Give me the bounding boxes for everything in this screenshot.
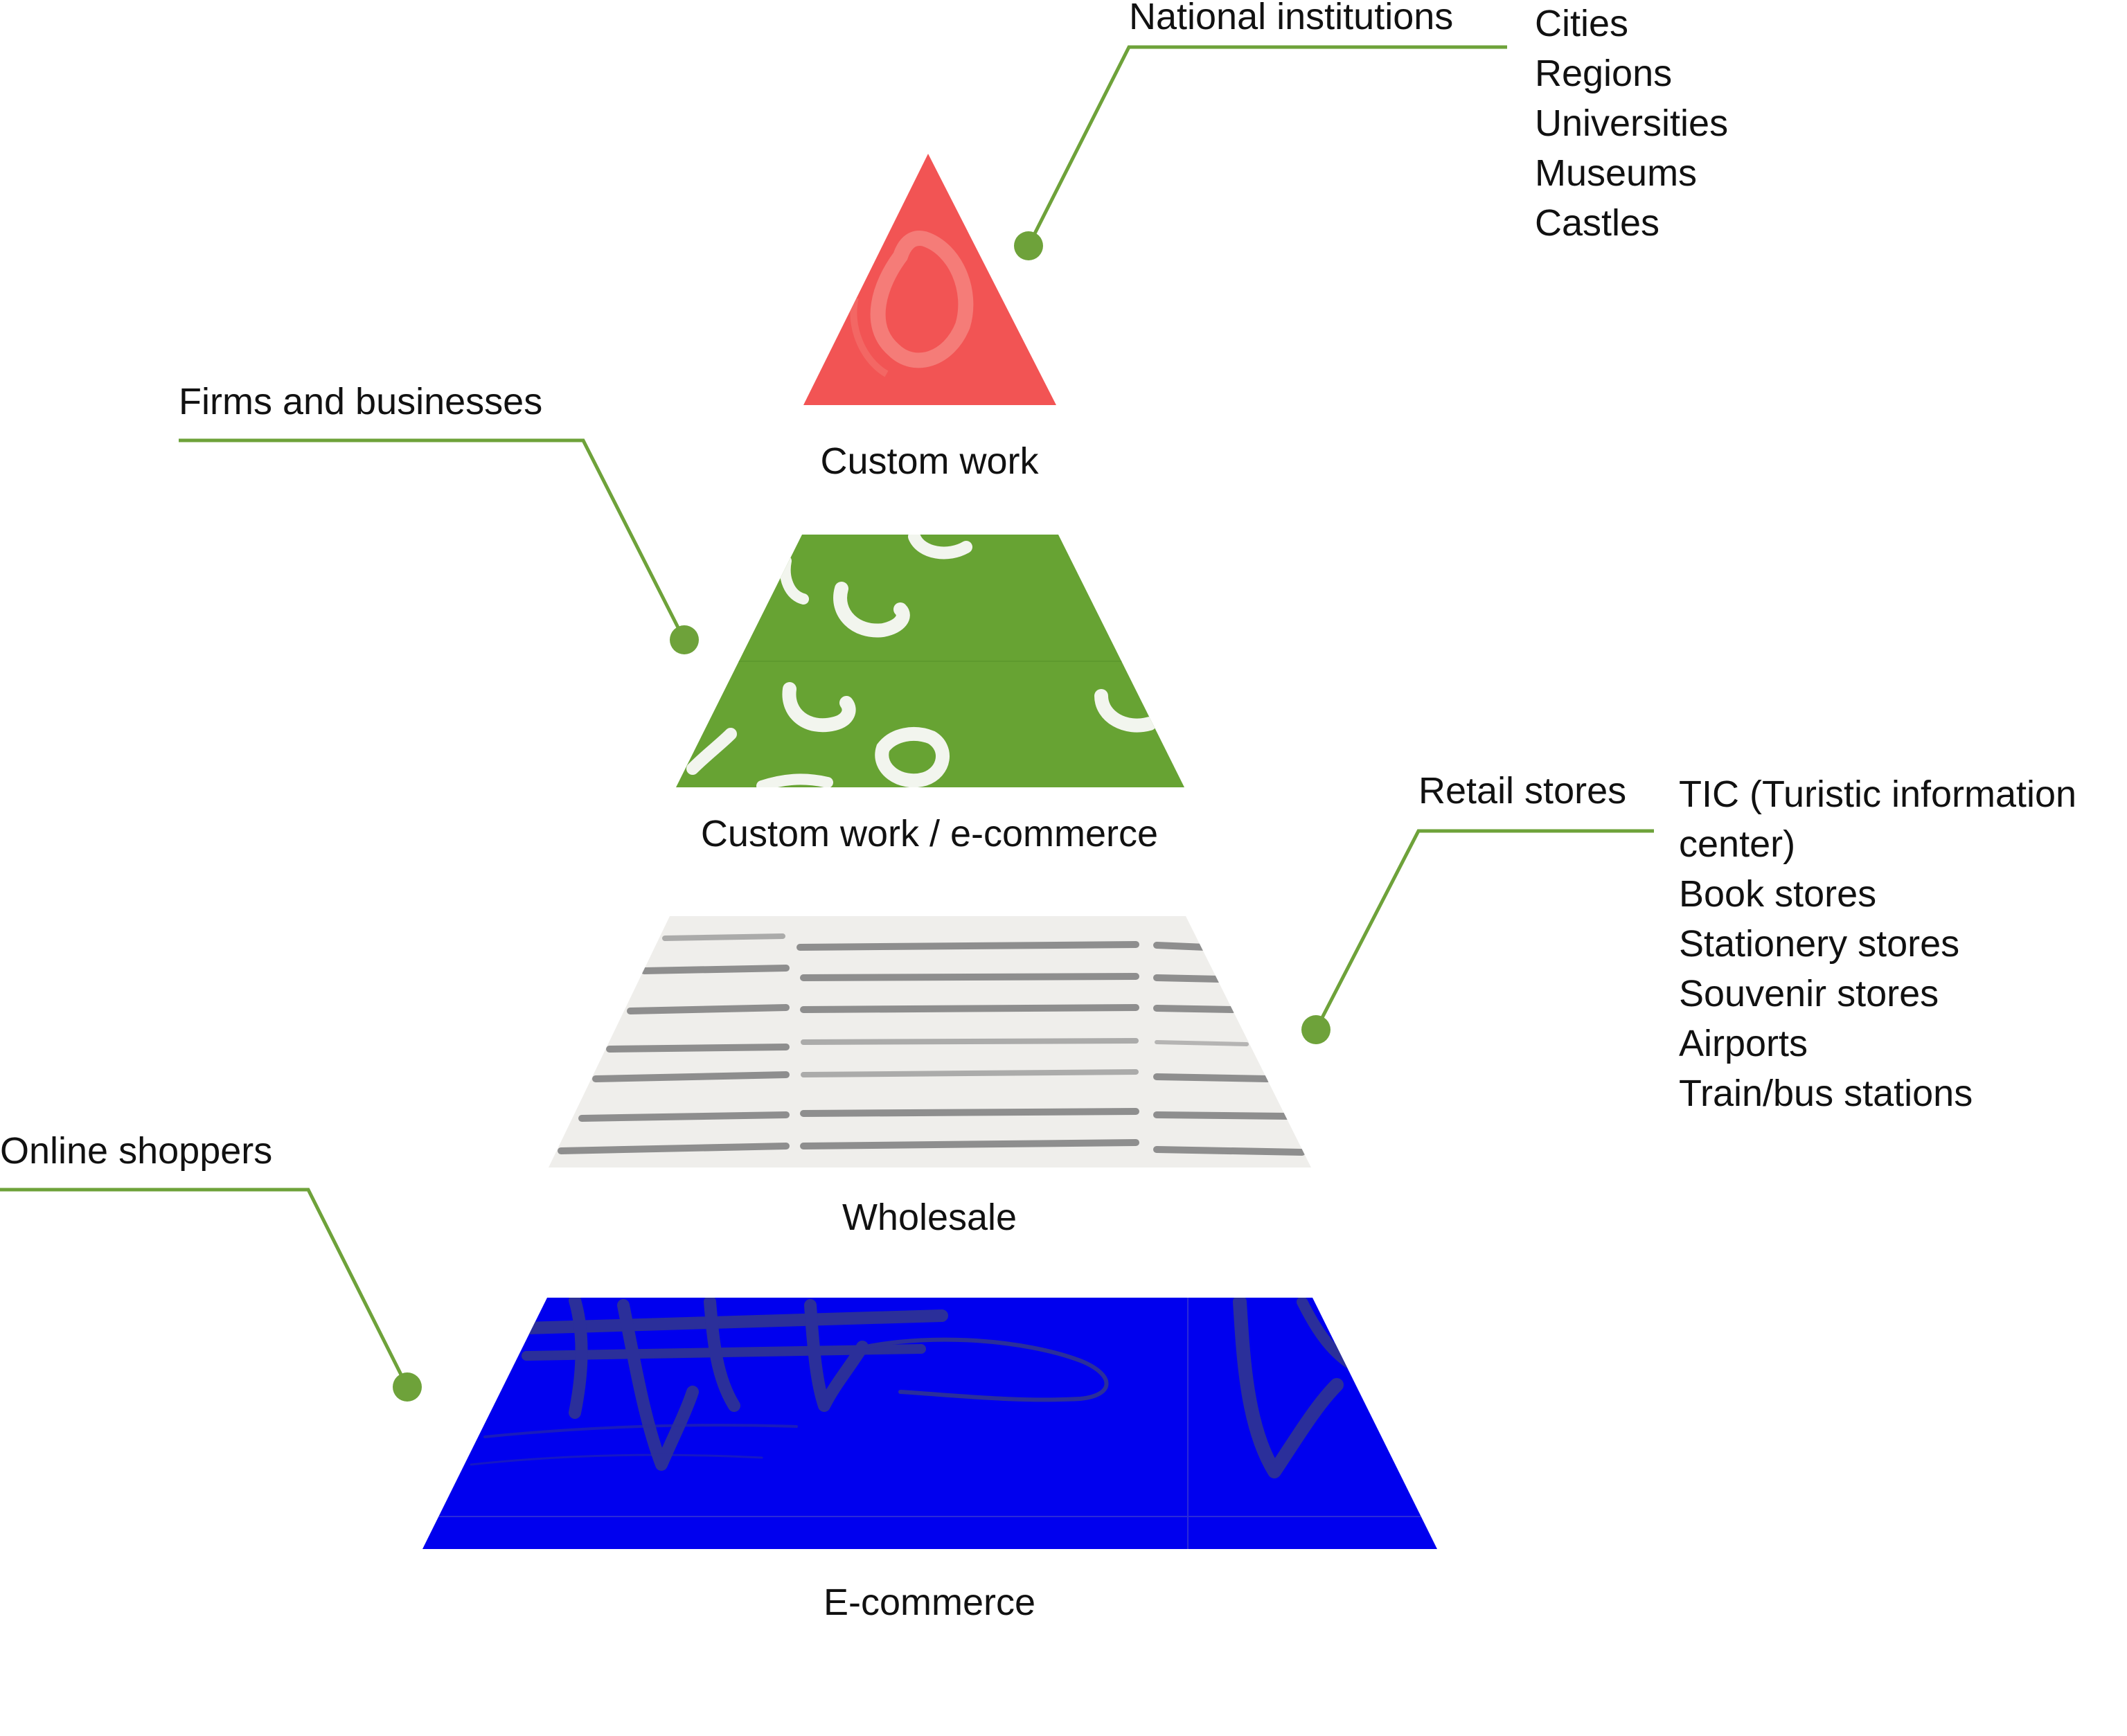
callout-title: Retail stores [1418, 770, 1626, 812]
callout-firms-businesses: Firms and businesses [179, 381, 699, 654]
leader-line [0, 1188, 409, 1388]
tier-custom-work-texture [850, 231, 974, 377]
leader-line [179, 438, 686, 641]
tier-ecommerce-texture [422, 1298, 1437, 1549]
callout-item: center) [1679, 823, 1795, 865]
tier-ecommerce [422, 1298, 1437, 1549]
callout-item: Cities [1535, 3, 1628, 44]
leader-dot [670, 625, 699, 654]
leader-dot [1014, 231, 1043, 260]
leader-line [1026, 45, 1507, 247]
callout-item: Souvenir stores [1679, 973, 1939, 1014]
callout-item: Regions [1535, 53, 1672, 94]
tier-custom-ecommerce-texture [676, 535, 1184, 787]
tier-label-custom-work: Custom work [820, 440, 1039, 482]
tier-custom-ecommerce [676, 535, 1184, 787]
callout-item: Castles [1535, 202, 1659, 244]
callout-item: Stationery stores [1679, 923, 1959, 965]
callout-item: Universities [1535, 102, 1728, 144]
tier-wholesale-texture [558, 933, 1306, 1156]
callout-retail-stores: Retail stores TIC (Turistic information … [1301, 770, 2076, 1114]
callout-item: Book stores [1679, 873, 1876, 915]
leader-line [1314, 829, 1654, 1031]
tier-label-custom-ecommerce: Custom work / e-commerce [701, 813, 1158, 854]
callout-item: TIC (Turistic information [1679, 773, 2076, 815]
tier-ecommerce-shape [422, 1298, 1437, 1549]
callout-item: Museums [1535, 152, 1697, 194]
tier-custom-work-shape [803, 154, 1056, 405]
callout-online-shoppers: Online shoppers [0, 1130, 422, 1402]
callout-title: Firms and businesses [179, 381, 542, 422]
callout-item: Train/bus stations [1679, 1073, 1973, 1114]
tier-label-ecommerce: E-commerce [824, 1582, 1035, 1623]
callout-item: Airports [1679, 1023, 1808, 1064]
leader-dot [393, 1372, 422, 1402]
callout-title: National institutions [1129, 0, 1453, 37]
tier-label-wholesale: Wholesale [842, 1197, 1017, 1238]
callout-national-institutions: National institutions Cities Regions Uni… [1014, 0, 1728, 260]
tier-wholesale [549, 916, 1311, 1167]
callout-title: Online shoppers [0, 1130, 272, 1172]
leader-dot [1301, 1015, 1331, 1044]
tier-custom-work [803, 154, 1056, 405]
